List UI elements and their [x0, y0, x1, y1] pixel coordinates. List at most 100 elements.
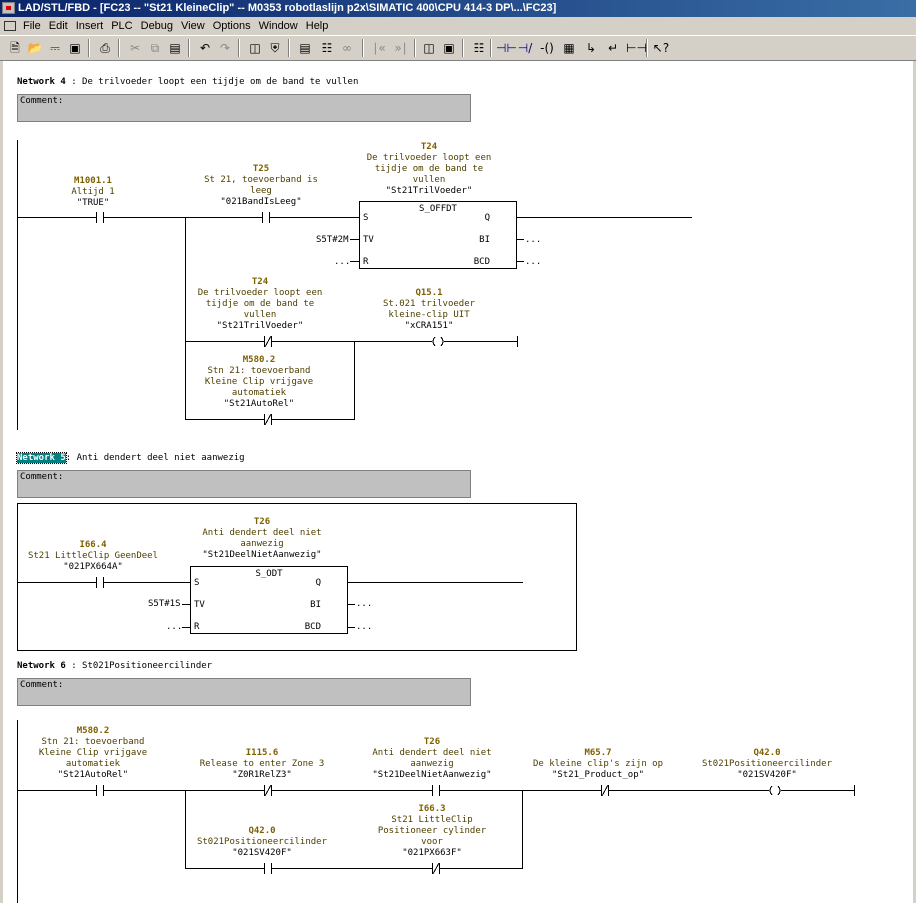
t24-comment-1: De trilvoeder loopt een: [366, 153, 492, 163]
paste-icon[interactable]: ▤: [169, 41, 181, 55]
s-odt-block[interactable]: S_ODT S TV R Q BI BCD: [190, 566, 348, 634]
t25-address: T25: [252, 164, 270, 174]
connection-icon[interactable]: ⊢⊣: [626, 41, 647, 55]
coil-icon[interactable]: -(): [540, 41, 554, 55]
prev-network-icon[interactable]: ∣«: [372, 41, 386, 55]
t24b-comment-2: tijdje om de band te: [205, 299, 315, 309]
q15-1-symbol: "xCRA151": [404, 321, 454, 331]
q42-0-coil: [769, 785, 773, 796]
help-icon[interactable]: ↖?: [652, 41, 670, 55]
menu-window[interactable]: Window: [258, 20, 298, 32]
network-5-comment: Comment:: [20, 472, 64, 482]
document-menu-icon[interactable]: [4, 21, 16, 31]
s-offdt-block-name: S_OFFDT: [419, 204, 457, 214]
q42-0-address: Q42.0: [753, 748, 781, 758]
details-icon[interactable]: ◫: [423, 41, 435, 55]
toolbar-separator: [414, 39, 416, 57]
network-4-header[interactable]: Network 4 : De trilvoeder loopt een tijd…: [17, 77, 359, 87]
i115-6-symbol: "Z0R1RelZ3": [232, 770, 292, 780]
t24-address: T24: [420, 142, 438, 152]
i66-3-comment-3: voor: [421, 837, 443, 847]
s-offdt-r-value[interactable]: ...: [334, 257, 351, 267]
menu-debug[interactable]: Debug: [140, 20, 174, 32]
i66-4-label: I66.4 St21 LittleClip GeenDeel "021PX664…: [22, 540, 164, 573]
network-4-comment-box[interactable]: Comment:: [17, 94, 471, 122]
glasses-icon[interactable]: ∞: [342, 41, 352, 55]
network-5-header[interactable]: Network 5: Anti dendert deel niet aanwez…: [16, 452, 245, 464]
s-offdt-pin-bi: BI: [479, 235, 490, 245]
t24-timer-label: T24 De trilvoeder loopt een tijdje om de…: [359, 142, 499, 197]
menu-view[interactable]: View: [181, 20, 205, 32]
q42-0-contact-label: Q42.0 St021Positioneercilinder "021SV420…: [192, 826, 332, 859]
no-contact-icon[interactable]: ⊣⊢: [496, 41, 517, 55]
s-odt-tv-value[interactable]: S5T#1S: [148, 599, 181, 609]
menu-file[interactable]: File: [23, 20, 41, 32]
close-branch-icon[interactable]: ↵: [607, 41, 619, 55]
monitor-icon[interactable]: ☷: [321, 41, 333, 55]
open-branch-icon[interactable]: ↳: [585, 41, 597, 55]
empty-box-icon[interactable]: ▦: [563, 41, 575, 55]
new-network-icon[interactable]: ☷: [473, 41, 485, 55]
s-odt-bi-value[interactable]: ...: [356, 599, 373, 609]
t24b-comment-3: vullen: [243, 310, 277, 320]
q42-0b-comment: St021Positioneercilinder: [196, 837, 328, 847]
s-offdt-pin-tv: TV: [363, 235, 374, 245]
i66-4-address: I66.4: [79, 540, 107, 550]
menu-help[interactable]: Help: [305, 20, 329, 32]
network-6-title: Network 6: [17, 661, 66, 671]
n6-m580-2-symbol: "St21AutoRel": [57, 770, 129, 780]
menu-plc[interactable]: PLC: [111, 20, 133, 32]
network-6-header[interactable]: Network 6 : St021Positioneercilinder: [17, 661, 213, 671]
t24-nc-contact: [264, 335, 272, 348]
m580-2-address: M580.2: [242, 355, 276, 365]
app-icon: [2, 2, 15, 14]
q42-0-comment: St021Positioneercilinder: [701, 759, 833, 769]
menu-insert[interactable]: Insert: [75, 20, 104, 32]
toolbar-separator: [646, 39, 648, 57]
q42-0b-symbol: "021SV420F": [232, 848, 292, 858]
save-icon[interactable]: ▣: [69, 41, 81, 55]
i115-6-label: I115.6 Release to enter Zone 3 "Z0R1RelZ…: [192, 748, 332, 781]
i66-4-symbol: "021PX664A": [63, 562, 123, 572]
accessible-nodes-icon[interactable]: ⎓: [50, 41, 60, 55]
overview-window-icon[interactable]: ▣: [443, 41, 455, 55]
n6-m580-2-comment-1: Stn 21: toevoerband: [41, 737, 145, 747]
t24b-symbol: "St21TrilVoeder": [216, 321, 304, 331]
i115-6-nc-contact: [264, 784, 272, 797]
network-5-comment-box[interactable]: Comment:: [17, 470, 471, 498]
t26-symbol: "St21DeelNietAanwezig": [202, 550, 322, 560]
q15-1-comment-2: kleine-clip UIT: [388, 310, 470, 320]
i66-3-comment-1: St21 LittleClip: [391, 815, 473, 825]
q42-0-coil-label: Q42.0 St021Positioneercilinder "021SV420…: [696, 748, 838, 781]
menu-edit[interactable]: Edit: [48, 20, 68, 32]
window-edge-right: [913, 61, 916, 903]
t24b-address: T24: [251, 277, 269, 287]
s-odt-bcd-value[interactable]: ...: [356, 622, 373, 632]
network-6-comment-box[interactable]: Comment:: [17, 678, 471, 706]
new-icon[interactable]: 🗎: [10, 41, 20, 55]
toolbar-separator: [188, 39, 190, 57]
q15-1-label: Q15.1 St.021 trilvoeder kleine-clip UIT …: [364, 288, 494, 332]
s-offdt-bi-value[interactable]: ...: [525, 235, 542, 245]
menu-options[interactable]: Options: [212, 20, 251, 32]
open-icon[interactable]: 📂: [27, 41, 43, 55]
m580-2-label: M580.2 Stn 21: toevoerband Kleine Clip v…: [194, 355, 324, 410]
m1001-1-address: M1001.1: [74, 176, 112, 186]
cut-icon[interactable]: ✂: [129, 41, 141, 55]
load-icon[interactable]: ◫: [249, 41, 261, 55]
m580-2-comment-3: automatiek: [231, 388, 287, 398]
q15-1-address: Q15.1: [415, 288, 443, 298]
m65-7-address: M65.7: [584, 748, 612, 758]
s-offdt-tv-value[interactable]: S5T#2M: [316, 235, 349, 245]
undo-icon[interactable]: ↶: [199, 41, 211, 55]
print-icon[interactable]: ⎙: [100, 41, 110, 55]
copy-icon[interactable]: ⧉: [150, 41, 160, 55]
download-icon[interactable]: ⛨: [270, 41, 280, 55]
i66-3-nc-contact: [432, 862, 440, 875]
next-network-icon[interactable]: »∣: [394, 41, 408, 55]
s-offdt-bcd-value[interactable]: ...: [525, 257, 542, 267]
redo-icon[interactable]: ↷: [219, 41, 231, 55]
s-odt-r-value[interactable]: ...: [166, 622, 183, 632]
overview-icon[interactable]: ▤: [299, 41, 311, 55]
s-offdt-block[interactable]: S_OFFDT S TV R Q BI BCD: [359, 201, 517, 269]
